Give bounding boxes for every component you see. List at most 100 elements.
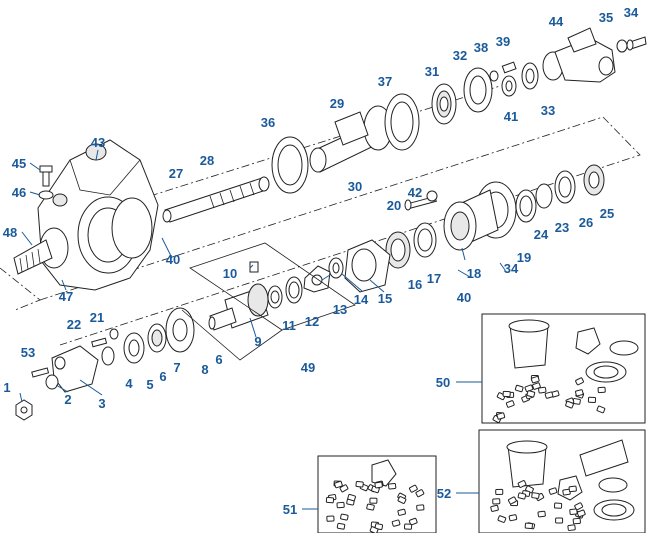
callout-label: 40 <box>457 290 471 305</box>
case-18 <box>443 189 499 251</box>
pinion-block <box>340 513 349 521</box>
callout-label: 46 <box>12 185 26 200</box>
pinion-block <box>334 480 343 489</box>
pinion-block <box>490 504 499 512</box>
pinion-block <box>366 503 375 511</box>
callout-label: 2 <box>64 392 71 407</box>
callout-label: 22 <box>67 317 81 332</box>
pinion-block <box>408 517 418 526</box>
pinion-block <box>568 485 577 493</box>
gear-set-15-17 <box>344 222 437 293</box>
bolt-46 <box>38 165 54 200</box>
pinion-block <box>355 480 364 488</box>
callout-label: 27 <box>169 166 183 181</box>
bolt-20 <box>404 190 438 211</box>
pinion-block <box>569 508 578 515</box>
pinion-block <box>544 391 554 399</box>
pinion-block <box>505 400 515 408</box>
callout-label: 3 <box>98 396 105 411</box>
pinion-block <box>532 382 541 390</box>
callout-label: 20 <box>387 198 401 213</box>
callout-label: 24 <box>534 227 549 242</box>
pinion-block <box>538 386 547 394</box>
callout-label: 29 <box>330 96 344 111</box>
callout-label: 30 <box>348 179 362 194</box>
callout-label: 52 <box>437 486 451 501</box>
callout-label: 32 <box>453 48 467 63</box>
callout-label: 51 <box>283 502 297 517</box>
pinion-block <box>567 524 576 531</box>
pinion-block <box>572 517 581 525</box>
gasket-36 <box>271 136 309 194</box>
pinion-block <box>336 501 345 509</box>
pinion-block <box>336 522 346 530</box>
callout-label: 8 <box>201 362 208 377</box>
callout-label: 48 <box>3 225 17 240</box>
bolt-34-top <box>616 36 647 53</box>
small-parts-38-39-42 <box>489 61 539 97</box>
pinion-block <box>530 376 540 384</box>
callout-label: 50 <box>436 375 450 390</box>
callout-label: 14 <box>354 292 369 307</box>
pinion-block <box>497 515 507 523</box>
pinion-block <box>555 517 564 524</box>
seal-32 <box>463 67 493 113</box>
callout-labels: 1 2 3 4 5 6 7 8 6 9 10 11 12 13 14 15 16… <box>3 5 639 517</box>
callout-label: 44 <box>549 14 564 29</box>
pinion-block <box>565 400 574 409</box>
callout-label: 39 <box>496 34 510 49</box>
callout-label: 9 <box>254 334 261 349</box>
callout-label: 53 <box>21 345 35 360</box>
callout-label: 12 <box>305 314 319 329</box>
rings-11-12 <box>267 276 303 309</box>
pinion-block <box>587 396 597 404</box>
callout-label: 18 <box>467 266 481 281</box>
callout-label: 26 <box>579 215 593 230</box>
callout-label: 31 <box>425 64 439 79</box>
bolt-22 <box>91 328 119 348</box>
callout-label: 13 <box>333 302 347 317</box>
pinion-block <box>374 481 383 489</box>
callout-label: 41 <box>504 109 518 124</box>
pinion-block <box>576 509 586 518</box>
callout-label: 34 <box>504 261 519 276</box>
pinion-block <box>416 504 425 511</box>
callout-label: 38 <box>474 40 488 55</box>
callout-label: 19 <box>517 250 531 265</box>
pinion-block-clusters <box>325 375 606 533</box>
pinion-block <box>517 492 527 500</box>
pinion-block <box>397 508 406 516</box>
kit-51-box <box>481 313 646 424</box>
callout-label: 25 <box>600 206 614 221</box>
callout-label: 1 <box>3 380 10 395</box>
callout-label: 36 <box>261 115 275 130</box>
pinion-block <box>517 480 527 488</box>
callout-label: 16 <box>408 277 422 292</box>
callout-label: 40 <box>166 252 180 267</box>
callout-label: 47 <box>59 289 73 304</box>
callout-label: 42 <box>408 185 422 200</box>
group-bracket-50 <box>181 242 356 361</box>
pinion-block <box>347 493 356 502</box>
pinion-block <box>325 496 335 504</box>
pinion-block <box>397 496 407 504</box>
housing-29 <box>309 105 393 173</box>
pinion-block <box>537 510 546 518</box>
callout-label: 15 <box>378 291 392 306</box>
pinion-block <box>548 487 558 495</box>
callout-label: 28 <box>200 153 214 168</box>
pinion-block <box>575 389 584 397</box>
callout-label: 5 <box>146 377 153 392</box>
pinion-block <box>403 523 413 530</box>
pinion-block <box>502 390 511 398</box>
rings-23-26 <box>515 164 605 223</box>
kit-53-box <box>478 429 646 533</box>
callout-label: 34 <box>624 5 639 20</box>
leader-lines <box>19 149 506 510</box>
bearing-31 <box>431 83 457 125</box>
pinion-block <box>597 386 606 394</box>
pinion-block <box>415 489 425 498</box>
callout-label: 49 <box>301 360 315 375</box>
pinion-block <box>492 498 501 505</box>
